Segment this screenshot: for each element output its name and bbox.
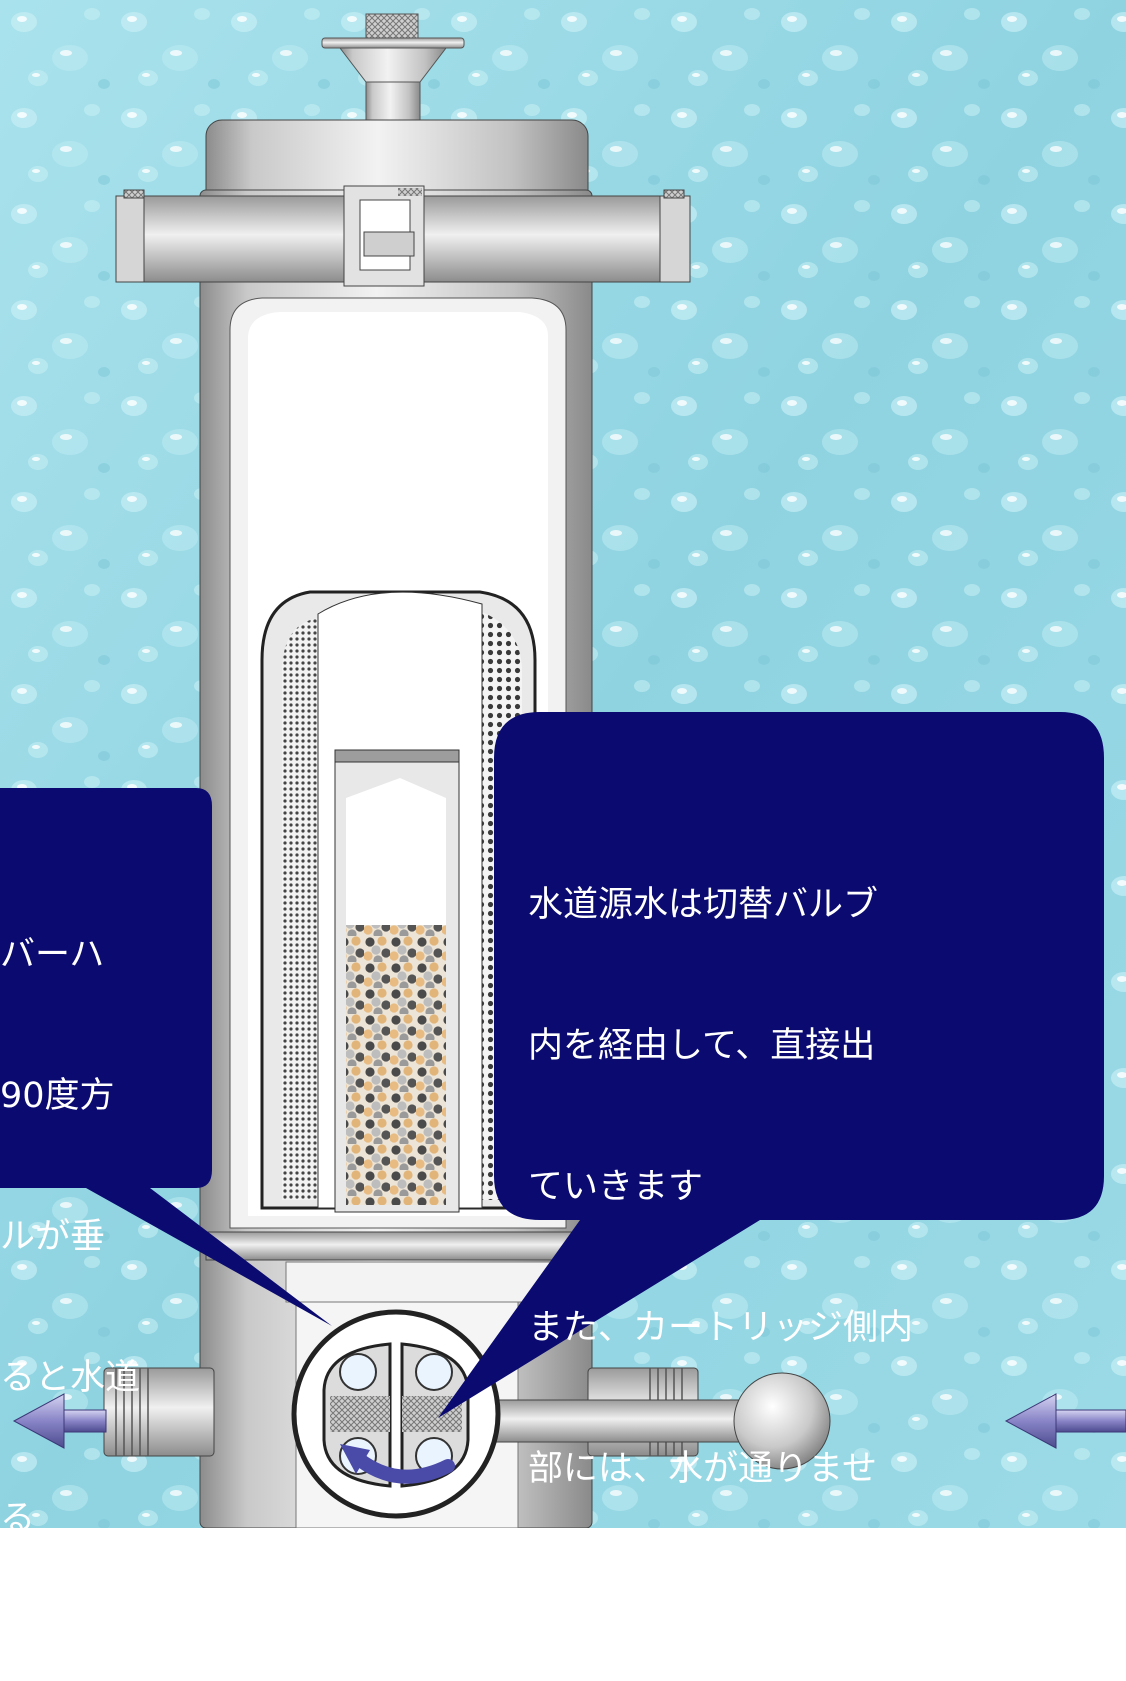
callout-left-line: る: [0, 1499, 36, 1539]
curved-arrow-icon: [340, 1444, 455, 1484]
callout-right-line: 部には、水が通りませ: [528, 1449, 877, 1489]
callout-left-bubble: [0, 788, 332, 1326]
callout-left-text: バーハ 90度方 ルが垂 ると水道 る: [0, 838, 210, 1590]
top-vent-cap: [321, 13, 465, 123]
callout-right-text: 水道源水は切替バルブ 内を経由して、直接出 ていきます また、カートリッジ側内 …: [528, 788, 1088, 1681]
callout-right-line: 内を経由して、直接出: [528, 1026, 876, 1066]
filter-media-beads: [346, 925, 446, 1205]
filter-cartridge: [260, 590, 537, 1213]
callout-right-bubble: [438, 712, 1104, 1418]
callout-right-line: ん: [528, 1590, 564, 1630]
callout-right-line: ていきます: [528, 1167, 704, 1207]
arrow-left-icon-inlet: [1004, 1393, 1126, 1449]
callout-left-line: ると水道: [0, 1358, 141, 1398]
valve-lever-knob: [733, 1372, 831, 1470]
callout-left-line: ルが垂: [0, 1217, 106, 1257]
callout-right-line: 水道源水は切替バルブ: [528, 885, 879, 925]
callout-right-line: また、カートリッジ側内: [528, 1308, 914, 1348]
arrow-left-icon-outlet: [12, 1393, 107, 1449]
callout-left-line: バーハ: [0, 935, 105, 975]
filter-diagram: [0, 0, 1126, 1528]
valve-base: [103, 1231, 831, 1528]
callout-left-line: 90度方: [0, 1076, 115, 1116]
